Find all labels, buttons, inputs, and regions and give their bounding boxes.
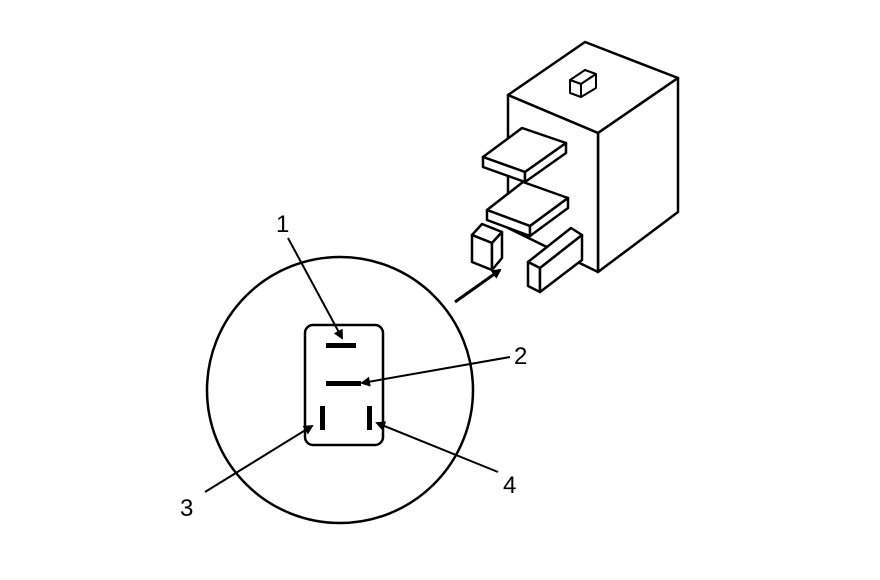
callout-1: 1 xyxy=(276,211,289,238)
pin-slot-2 xyxy=(326,381,361,386)
pointer-arrow xyxy=(454,268,502,304)
leader-3 xyxy=(204,424,314,493)
magnify-circle xyxy=(205,255,475,525)
terminal-lower-right xyxy=(526,226,584,294)
callout-4: 4 xyxy=(503,472,516,499)
relay-terminals xyxy=(470,126,584,294)
pin-slot-4 xyxy=(367,406,372,430)
leader-4 xyxy=(375,421,499,473)
leader-2 xyxy=(360,356,511,387)
terminal-middle xyxy=(485,180,570,238)
relay-nub xyxy=(569,69,597,98)
pin-slot-3 xyxy=(320,406,325,430)
terminal-lower-left xyxy=(470,222,504,272)
pin-slots xyxy=(320,343,372,430)
callout-2: 2 xyxy=(514,343,527,370)
callout-3: 3 xyxy=(180,495,193,522)
pin-slot-1 xyxy=(326,343,356,348)
leader-lines xyxy=(204,237,511,493)
leader-1 xyxy=(287,237,343,340)
